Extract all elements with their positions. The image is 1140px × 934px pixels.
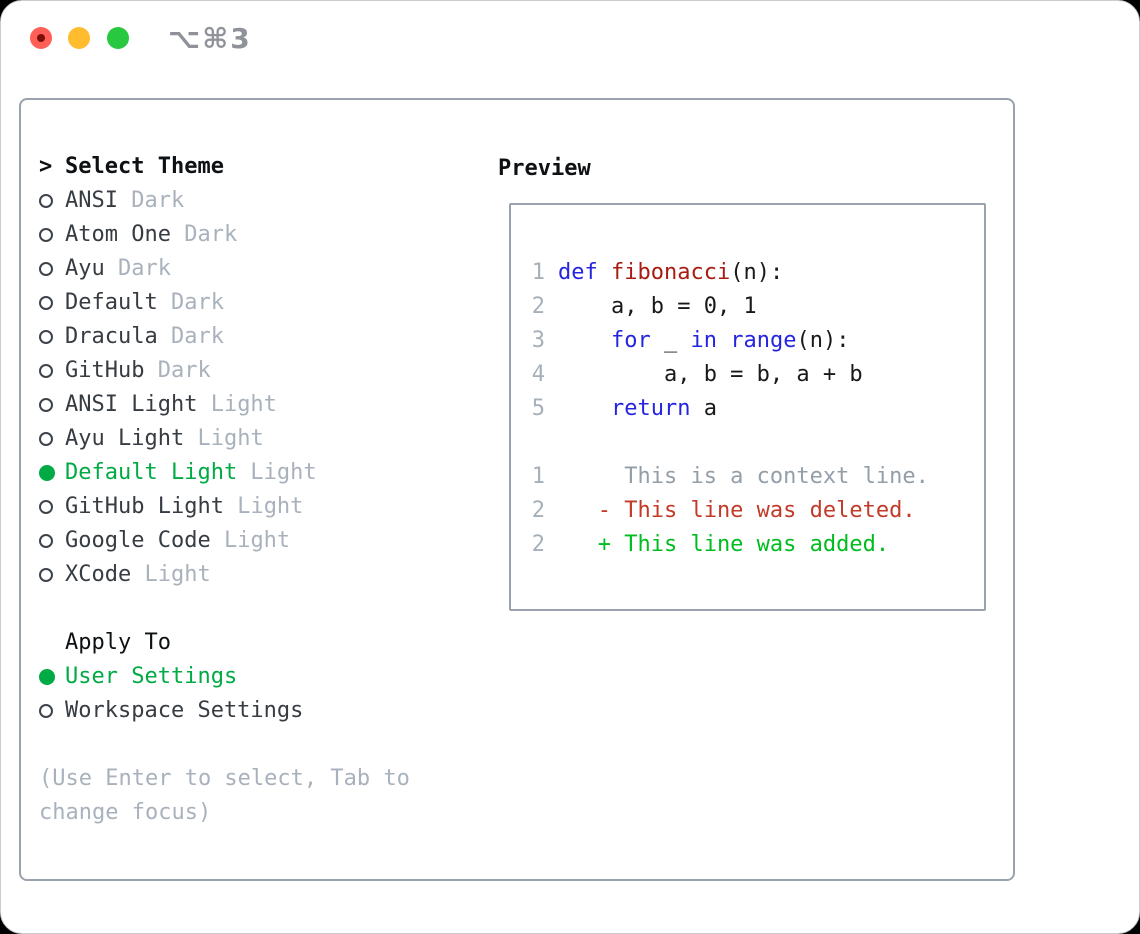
code-line: 2 a, b = 0, 1: [525, 290, 984, 324]
radio-icon: [39, 500, 65, 514]
keyboard-shortcut-label: ⌥⌘3: [168, 22, 252, 55]
theme-name: Ayu: [65, 256, 105, 281]
theme-name: GitHub Light: [65, 494, 224, 519]
line-number: 2: [531, 498, 545, 523]
zoom-button[interactable]: [107, 27, 129, 49]
theme-name: GitHub: [65, 358, 145, 383]
theme-name: Ayu Light: [65, 426, 185, 451]
code-line: 4 a, b = b, a + b: [525, 358, 984, 392]
apply-to-option[interactable]: Workspace Settings: [21, 694, 491, 728]
theme-option[interactable]: XCode Light: [21, 558, 491, 592]
line-number: 4: [531, 362, 545, 387]
theme-variant: Dark: [104, 256, 171, 281]
theme-name: Atom One: [65, 222, 171, 247]
minimize-button[interactable]: [68, 27, 90, 49]
theme-option[interactable]: Ayu Dark: [21, 252, 491, 286]
line-number: 2: [531, 532, 545, 557]
theme-name: XCode: [65, 562, 132, 587]
radio-icon: [39, 262, 65, 276]
theme-name: ANSI: [65, 188, 118, 213]
theme-variant: Light: [237, 460, 317, 485]
theme-option[interactable]: Ayu Light Light: [21, 422, 491, 456]
theme-variant: Light: [210, 528, 291, 553]
theme-variant: Dark: [117, 188, 185, 213]
apply-to-header: Apply To: [21, 626, 491, 660]
radio-icon: [39, 398, 65, 412]
code-content: - This line was deleted.: [558, 498, 916, 523]
code-line: 2 + This line was added.: [525, 528, 984, 562]
theme-name: Default Light: [65, 460, 238, 485]
code-line: 1 def fibonacci(n):: [525, 256, 984, 290]
code-content: a, b = 0, 1: [558, 294, 757, 319]
line-number: 1: [531, 464, 545, 489]
theme-variant: Dark: [170, 222, 238, 247]
code-content: return a: [610, 396, 717, 421]
theme-option[interactable]: GitHub Light Light: [21, 490, 491, 524]
titlebar: ⌥⌘3: [1, 1, 1139, 71]
line-number: 1: [531, 260, 545, 285]
code-line: [525, 426, 984, 460]
code-content: This is a context line.: [558, 464, 929, 489]
unsaved-dot-icon: [37, 34, 45, 42]
theme-option[interactable]: Default Light Light: [21, 456, 491, 490]
code-line: 2 - This line was deleted.: [525, 494, 984, 528]
apply-to-label: Workspace Settings: [65, 698, 304, 723]
code-line: 5 return a: [525, 392, 984, 426]
close-button[interactable]: [30, 27, 52, 49]
theme-name: ANSI Light: [65, 392, 198, 417]
theme-variant: Light: [197, 392, 277, 417]
radio-icon: [39, 296, 65, 310]
radio-icon: [39, 330, 65, 344]
keyboard-hint: (Use Enter to select, Tab to change focu…: [39, 766, 410, 825]
code-content: a, b = b, a + b: [558, 362, 863, 387]
radio-selected-icon: [39, 669, 65, 685]
theme-variant: Dark: [157, 290, 224, 315]
theme-selector-header: > Select Theme: [21, 150, 491, 184]
code-content: for _ in range(n):: [610, 328, 850, 353]
line-number: 2: [531, 294, 545, 319]
theme-option[interactable]: Google Code Light: [21, 524, 491, 558]
code-line: 3 for _ in range(n):: [525, 324, 984, 358]
code-content: + This line was added.: [558, 532, 890, 557]
radio-icon: [39, 704, 65, 718]
apply-to-title: Apply To: [65, 630, 171, 655]
theme-option[interactable]: Atom One Dark: [21, 218, 491, 252]
radio-selected-icon: [39, 465, 65, 481]
spacer: [21, 592, 491, 626]
theme-variant: Dark: [157, 324, 224, 349]
theme-name: Google Code: [65, 528, 211, 553]
apply-to-option[interactable]: User Settings: [21, 660, 491, 694]
preview-title: Preview: [498, 156, 591, 181]
radio-icon: [39, 534, 65, 548]
radio-icon: [39, 568, 65, 582]
theme-option[interactable]: Default Dark: [21, 286, 491, 320]
line-number: [525, 426, 545, 460]
prompt-icon: >: [39, 154, 53, 179]
theme-variant: Light: [223, 494, 304, 519]
theme-option[interactable]: ANSI Light Light: [21, 388, 491, 422]
theme-name: Default: [65, 290, 158, 315]
line-number: 5: [531, 396, 545, 421]
radio-icon: [39, 194, 65, 208]
theme-name: Dracula: [65, 324, 158, 349]
radio-icon: [39, 228, 65, 242]
code-content: def fibonacci(n):: [558, 260, 784, 285]
radio-icon: [39, 364, 65, 378]
radio-icon: [39, 432, 65, 446]
theme-variant: Dark: [144, 358, 211, 383]
code-line: 1 This is a context line.: [525, 460, 984, 494]
theme-option[interactable]: Dracula Dark: [21, 320, 491, 354]
theme-option[interactable]: ANSI Dark: [21, 184, 491, 218]
theme-option[interactable]: GitHub Dark: [21, 354, 491, 388]
theme-variant: Light: [184, 426, 264, 451]
line-number: 3: [531, 328, 545, 353]
theme-variant: Light: [131, 562, 211, 587]
apply-to-label: User Settings: [65, 664, 238, 689]
theme-selector-title: Select Theme: [65, 154, 224, 179]
